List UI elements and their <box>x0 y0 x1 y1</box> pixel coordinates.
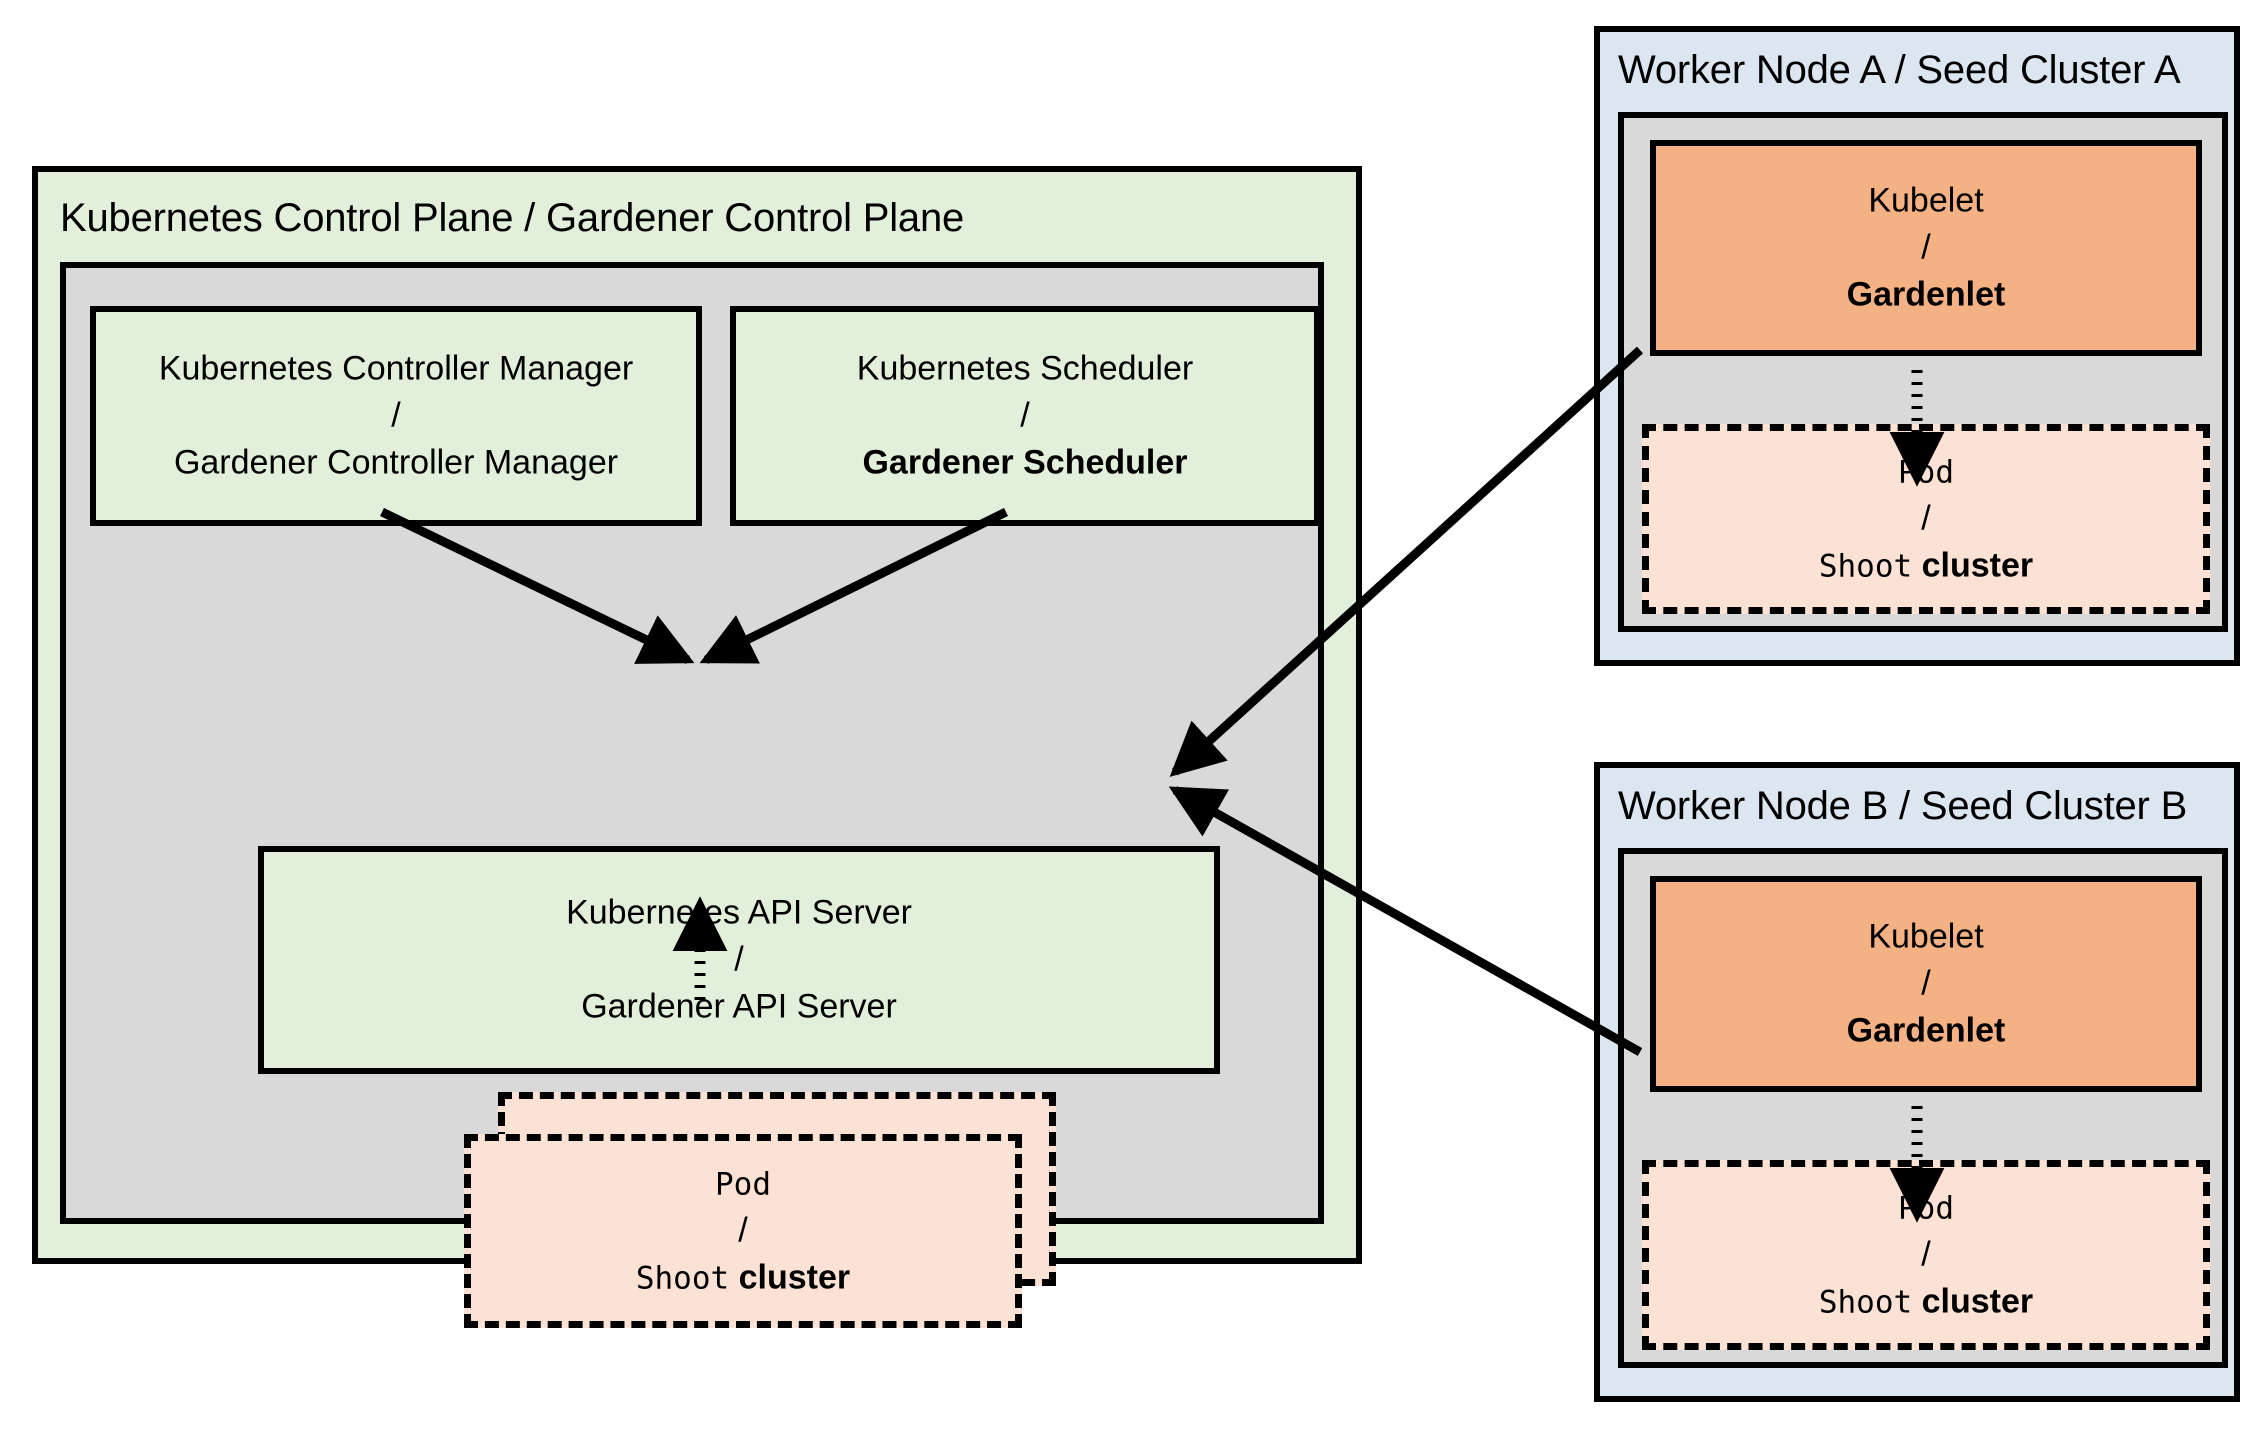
api-server-box: Kubernetes API Server / Gardener API Ser… <box>258 846 1220 1074</box>
controller-manager-label: Kubernetes Controller Manager / Gardener… <box>96 346 696 487</box>
control-plane-panel-label: Kubernetes Control Plane / Gardener Cont… <box>60 196 965 240</box>
scheduler-line2: Gardener Scheduler <box>862 443 1188 482</box>
worker-node-b-pod-line2-mono: Shoot <box>1818 1284 1913 1321</box>
api-server-line2: Gardener API Server <box>581 987 897 1026</box>
worker-node-a-pod-line1: Pod <box>1898 454 1954 491</box>
controller-manager-separator: / <box>391 396 401 435</box>
control-plane-pod-separator: / <box>738 1211 748 1250</box>
controller-manager-line1: Kubernetes Controller Manager <box>158 349 634 388</box>
api-server-line1: Kubernetes API Server <box>566 893 912 932</box>
worker-node-b-kubelet-label: Kubelet / Gardenlet <box>1656 914 2196 1055</box>
worker-node-a-pod-separator: / <box>1921 499 1931 538</box>
api-server-label: Kubernetes API Server / Gardener API Ser… <box>264 890 1214 1031</box>
worker-node-a-kubelet-line2: Gardenlet <box>1846 275 2006 314</box>
control-plane-pod-line2-mono: Shoot <box>635 1260 730 1297</box>
control-plane-inner-area: Kubernetes Controller Manager / Gardener… <box>60 262 1324 1328</box>
worker-node-b-kubelet-line2: Gardenlet <box>1846 1011 2006 1050</box>
worker-node-a-panel-label: Worker Node A / Seed Cluster A <box>1618 48 2181 92</box>
worker-node-a-pod-line2-bold: cluster <box>1912 546 2034 585</box>
worker-node-b-pod-separator: / <box>1921 1235 1931 1274</box>
worker-node-b-panel: Worker Node B / Seed Cluster B Kubelet /… <box>1594 762 2240 1402</box>
control-plane-pod-box: Pod / Shoot cluster <box>464 1134 1022 1328</box>
worker-node-b-kubelet-separator: / <box>1921 964 1931 1003</box>
worker-node-a-pod-box: Pod / Shoot cluster <box>1642 424 2210 614</box>
worker-node-b-pod-label: Pod / Shoot cluster <box>1649 1185 2203 1326</box>
worker-node-b-pod-box: Pod / Shoot cluster <box>1642 1160 2210 1350</box>
api-server-separator: / <box>734 940 744 979</box>
scheduler-box: Kubernetes Scheduler / Gardener Schedule… <box>730 306 1320 526</box>
controller-manager-box: Kubernetes Controller Manager / Gardener… <box>90 306 702 526</box>
worker-node-b-panel-label: Worker Node B / Seed Cluster B <box>1618 784 2188 828</box>
control-plane-pod-line1: Pod <box>715 1166 771 1203</box>
worker-node-a-kubelet-box: Kubelet / Gardenlet <box>1650 140 2202 356</box>
worker-node-b-inner-area: Kubelet / Gardenlet Pod / Shoot cluster <box>1618 848 2228 1368</box>
control-plane-pod-label: Pod / Shoot cluster <box>471 1161 1015 1302</box>
controller-manager-line2: Gardener Controller Manager <box>173 443 619 482</box>
worker-node-a-pod-label: Pod / Shoot cluster <box>1649 449 2203 590</box>
worker-node-a-pod-line2-mono: Shoot <box>1818 548 1913 585</box>
worker-node-a-kubelet-line1: Kubelet <box>1868 181 1984 220</box>
scheduler-label: Kubernetes Scheduler / Gardener Schedule… <box>736 346 1314 487</box>
scheduler-line1: Kubernetes Scheduler <box>856 349 1194 388</box>
control-plane-pod-line2-bold: cluster <box>729 1258 851 1297</box>
worker-node-a-pod-line2: Shoot cluster <box>1819 546 2033 584</box>
worker-node-a-inner-area: Kubelet / Gardenlet Pod / Shoot cluster <box>1618 112 2228 632</box>
worker-node-b-kubelet-line1: Kubelet <box>1868 917 1984 956</box>
control-plane-pod-line2: Shoot cluster <box>636 1258 850 1296</box>
worker-node-b-kubelet-box: Kubelet / Gardenlet <box>1650 876 2202 1092</box>
worker-node-a-panel: Worker Node A / Seed Cluster A Kubelet /… <box>1594 26 2240 666</box>
scheduler-separator: / <box>1020 396 1030 435</box>
worker-node-a-kubelet-label: Kubelet / Gardenlet <box>1656 178 2196 319</box>
worker-node-b-pod-line2: Shoot cluster <box>1819 1282 2033 1320</box>
worker-node-b-pod-line1: Pod <box>1898 1190 1954 1227</box>
worker-node-a-kubelet-separator: / <box>1921 228 1931 267</box>
worker-node-b-pod-line2-bold: cluster <box>1912 1282 2034 1321</box>
control-plane-panel: Kubernetes Control Plane / Gardener Cont… <box>32 166 1362 1328</box>
